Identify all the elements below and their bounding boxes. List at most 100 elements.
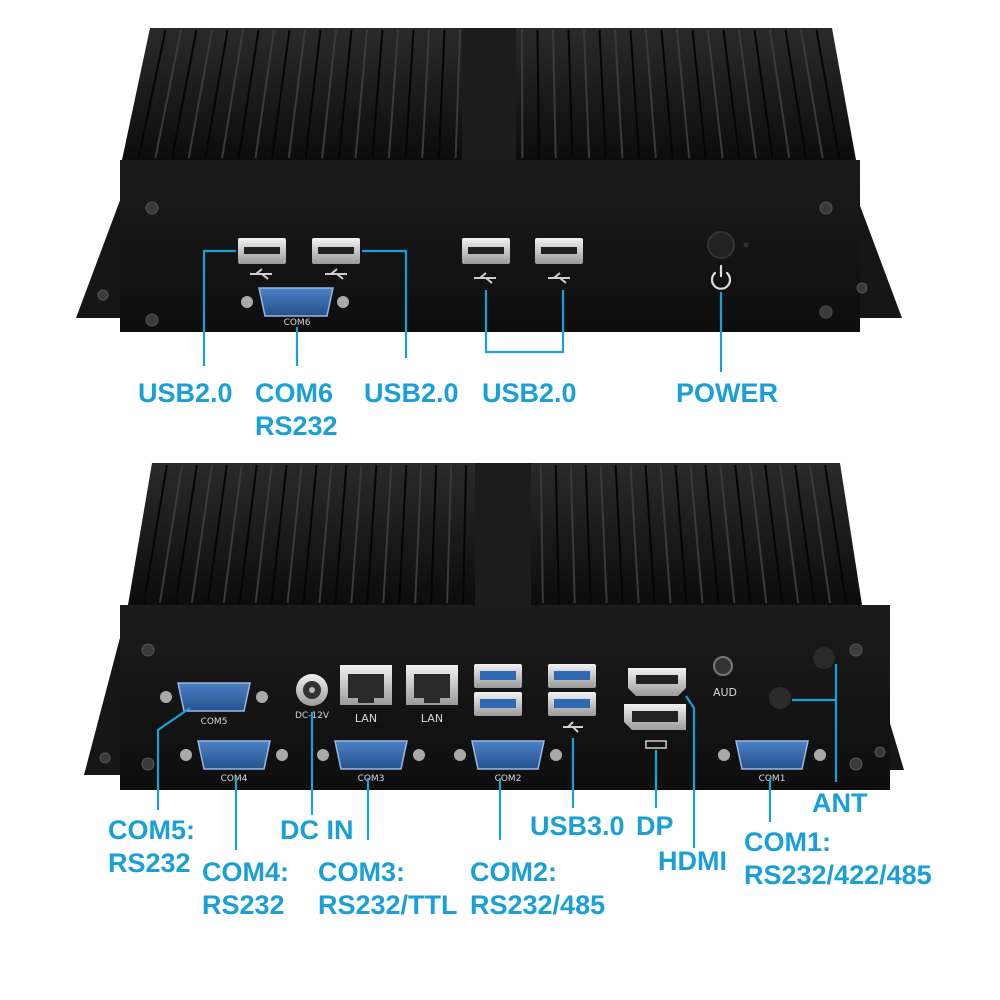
fin-groove [206,464,228,604]
fin-groove [569,464,576,604]
fin-groove [584,464,592,604]
callout-usb-right: USB2.0 [482,378,577,408]
com4-panel-label: COM4 [221,774,248,784]
power-icon [710,264,732,290]
fin-groove [421,29,430,159]
com3-panel-label: COM3 [358,774,385,784]
com3-port [317,740,425,770]
fin-groove [738,29,757,159]
heatsink-center-channel [462,28,516,160]
fin-groove [287,29,306,159]
fin-groove [719,464,736,604]
fin-groove [629,464,640,604]
fin-groove [304,29,322,159]
usb-icon [250,268,570,284]
callout-usb-left: USB2.0 [138,378,233,408]
power-button[interactable] [707,231,735,259]
fin-groove [583,29,591,159]
fin-groove [704,464,720,604]
fin-groove [674,464,688,604]
fin-groove [660,29,674,159]
lan-port [340,665,392,705]
top-device: COM6 [76,28,902,332]
antenna-hole [813,647,835,669]
fin-groove [437,29,446,159]
fin-groove [350,464,363,604]
com5-port [160,682,268,712]
fin-groove [302,464,318,604]
fin-groove [734,464,752,604]
fin-groove [387,29,399,159]
fin-groove [454,29,461,159]
fin-groove [614,29,624,159]
callout-hdmi: HDMI [658,846,727,876]
fin-groove [404,29,415,159]
fin-groove [254,29,275,159]
fin-groove [334,464,348,604]
fin-groove [567,29,574,159]
usb3-port [548,664,596,688]
fin-groove [154,29,182,159]
callout-com5: COM5: RS232 [108,815,195,878]
power-led [743,242,749,248]
fin-groove [599,464,608,604]
usb-port [535,238,583,264]
callout-power: POWER [676,378,779,408]
fin-groove [554,464,560,604]
callout-com2: COM2: RS232/485 [470,857,606,920]
fin-groove [254,464,273,604]
com2-panel-label: COM2 [495,774,522,784]
com4-port [180,740,288,770]
heatsink-center-channel [475,463,531,605]
fin-groove [809,464,832,604]
fin-groove [371,29,384,159]
fin-groove [598,29,607,159]
fin-groove [800,29,824,159]
callout-com1: COM1: RS232/422/485 [744,827,932,890]
fin-groove [318,464,333,604]
panel-screws [99,643,886,771]
com1-panel-label: COM1 [759,774,786,784]
fin-groove [676,29,691,159]
fin-groove [430,464,438,604]
fin-groove [158,464,183,604]
callout-usb-middle: USB2.0 [364,378,459,408]
fin-groove [238,464,258,604]
fin-groove [398,464,408,604]
fin-groove [645,29,657,159]
callout-ant: ANT [812,788,868,818]
callout-dp: DP [636,811,674,841]
fin-groove [337,29,353,159]
fin-groove [187,29,213,159]
fin-groove [382,464,393,604]
fin-groove [552,29,557,159]
bottom-device: COM5 COM4 DC-12V LAN LAN COM3 [84,463,904,790]
fin-groove [222,464,243,604]
fin-groove [784,29,807,159]
bottom-callout-lines [156,664,838,850]
callout-com6: COM6 RS232 [255,378,338,441]
fin-groove [764,464,784,604]
usb-icon [563,721,583,733]
com1-port [718,740,826,770]
fin-groove [815,29,841,159]
fin-groove [824,464,848,604]
com2-port [454,740,562,770]
fin-groove [462,464,468,604]
fin-groove [271,29,291,159]
fin-groove [659,464,672,604]
fin-groove [794,464,816,604]
fin-groove [779,464,800,604]
dp-port [624,704,686,730]
lan1-panel-label: LAN [355,712,377,725]
com6-panel-label: COM6 [284,318,311,328]
hdmi-port [628,668,686,696]
fin-groove [539,464,544,604]
callout-com4: COM4: RS232 [202,857,289,920]
fin-groove [321,29,337,159]
aud-panel-label: AUD [713,686,737,699]
usb-port [312,238,360,264]
fin-groove [644,464,656,604]
fin-groove [446,464,453,604]
fin-groove [753,29,774,159]
